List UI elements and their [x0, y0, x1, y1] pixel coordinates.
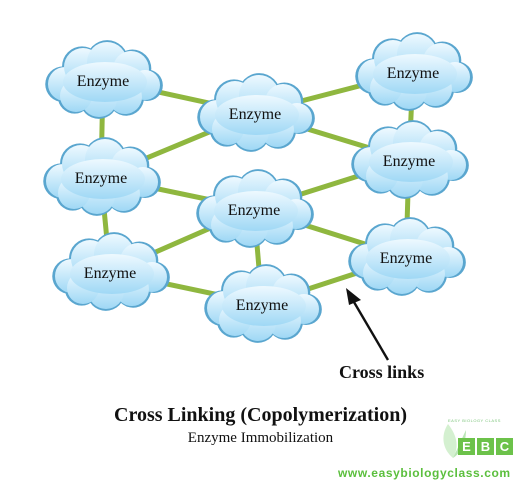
- enzyme-label: Enzyme: [75, 170, 127, 187]
- figure-subtitle: Enzyme Immobilization: [187, 430, 334, 446]
- enzyme-label: Enzyme: [228, 202, 280, 219]
- website-url: www.easybiologyclass.com: [338, 466, 511, 480]
- logo-letter-c: C: [496, 438, 513, 455]
- enzyme-cloud-4: Enzyme: [196, 169, 314, 248]
- enzyme-label: Enzyme: [236, 297, 288, 314]
- enzyme-label: Enzyme: [380, 250, 432, 267]
- enzyme-cloud-1: Enzyme: [197, 73, 315, 152]
- figure-title: Cross Linking (Copolymerization): [114, 404, 407, 426]
- enzyme-cloud-3: Enzyme: [43, 137, 161, 216]
- cross-links-label: Cross links: [339, 362, 424, 382]
- enzyme-label: Enzyme: [77, 73, 129, 90]
- enzyme-label: Enzyme: [383, 153, 435, 170]
- enzyme-cloud-2: Enzyme: [355, 32, 473, 111]
- enzyme-label: Enzyme: [84, 265, 136, 282]
- enzyme-cloud-6: Enzyme: [52, 232, 170, 311]
- cross-linking-diagram: EnzymeEnzymeEnzymeEnzymeEnzymeEnzymeEnzy…: [43, 32, 473, 382]
- logo-tagline: EASY BIOLOGY CLASS: [448, 418, 501, 423]
- enzyme-cloud-5: Enzyme: [351, 120, 469, 199]
- enzyme-cloud-8: Enzyme: [348, 217, 466, 296]
- cross-links-arrow: [346, 288, 390, 361]
- ebc-logo: E B C: [438, 416, 516, 468]
- enzyme-label: Enzyme: [387, 65, 439, 82]
- enzyme-label: Enzyme: [229, 106, 281, 123]
- enzyme-cloud-7: Enzyme: [204, 264, 322, 343]
- enzyme-clouds: EnzymeEnzymeEnzymeEnzymeEnzymeEnzymeEnzy…: [43, 32, 473, 343]
- leaf-icon: [443, 424, 466, 458]
- enzyme-cloud-0: Enzyme: [45, 40, 163, 119]
- logo-letter-b: B: [477, 438, 494, 455]
- logo-letter-e: E: [458, 438, 475, 455]
